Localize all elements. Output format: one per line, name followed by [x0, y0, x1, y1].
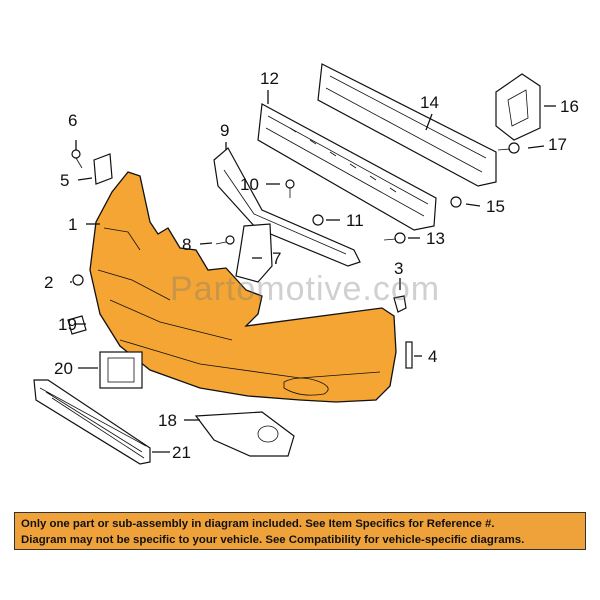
callout-21: 21 — [172, 443, 191, 462]
callout-4: 4 — [428, 347, 437, 366]
callout-14: 14 — [420, 93, 439, 112]
bumper-cover-part — [89, 171, 397, 403]
callout-13: 13 — [426, 229, 445, 248]
footer-notice: Only one part or sub-assembly in diagram… — [14, 512, 586, 550]
callout-10: 10 — [240, 175, 259, 194]
reinforcement-bar-part — [317, 63, 497, 187]
license-bracket-part — [99, 351, 143, 389]
callout-19: 19 — [58, 315, 77, 334]
fog-lamp-bezel-part — [194, 411, 295, 457]
energy-absorber-part — [257, 103, 437, 231]
callout-12: 12 — [260, 69, 279, 88]
callout-labels: 1 2 3 4 5 6 7 8 9 10 11 12 13 14 15 16 1… — [44, 69, 579, 462]
leader-lines — [70, 90, 556, 453]
callout-15: 15 — [486, 197, 505, 216]
support-bracket-part — [213, 147, 361, 267]
callout-7: 7 — [272, 249, 281, 268]
callout-3: 3 — [394, 259, 403, 278]
callout-9: 9 — [220, 121, 229, 140]
watermark-text: Partomotive.com — [170, 270, 441, 308]
inner-bracket-part — [235, 223, 273, 283]
fastener-parts — [67, 142, 520, 369]
lower-grille-part — [33, 379, 151, 465]
footer-line-1: Only one part or sub-assembly in diagram… — [21, 518, 495, 530]
callout-5: 5 — [60, 171, 69, 190]
callout-17: 17 — [548, 135, 567, 154]
callout-16: 16 — [560, 97, 579, 116]
callout-18: 18 — [158, 411, 177, 430]
callout-2: 2 — [44, 273, 53, 292]
footer-line-2: Diagram may not be specific to your vehi… — [21, 534, 525, 546]
bracket-part — [495, 73, 541, 141]
callout-6: 6 — [68, 111, 77, 130]
callout-20: 20 — [54, 359, 73, 378]
callout-8: 8 — [182, 235, 191, 254]
callout-11: 11 — [346, 211, 364, 230]
callout-1: 1 — [68, 215, 77, 234]
